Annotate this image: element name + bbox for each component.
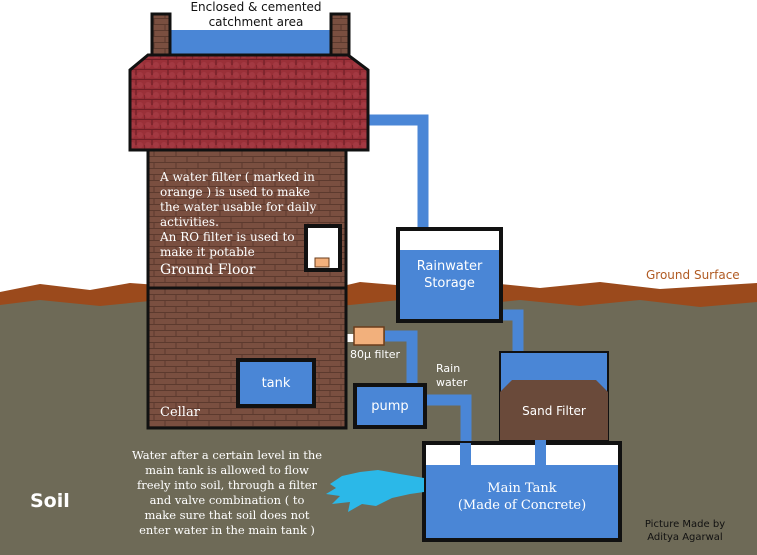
overflow-note: Water after a certain level in the main … — [131, 448, 323, 537]
cellar-tank-label: tank — [261, 376, 291, 391]
main-tank-inlet-pump — [460, 443, 471, 467]
rainwater-storage-label: Rainwater Storage — [416, 259, 483, 291]
pipe-storage-to-sand — [503, 309, 524, 360]
rain-water-label: Rain water — [436, 362, 468, 389]
overflow-water-splash — [326, 470, 424, 512]
catchment-label: Enclosed & cemented catchment area — [190, 0, 322, 29]
main-tank-water — [426, 465, 618, 538]
soil-label: Soil — [30, 490, 70, 512]
ground-floor-label: Ground Floor — [160, 262, 256, 278]
roof — [128, 53, 370, 152]
pump-label: pump — [371, 399, 409, 414]
filter-80-box — [353, 326, 385, 346]
filter-80-label: 80µ filter — [350, 348, 401, 361]
ro-orange-filter — [314, 257, 330, 268]
pipe-pump-to-filter — [385, 330, 418, 400]
sand-filter-label: Sand Filter — [522, 404, 586, 418]
pump-box — [353, 383, 427, 429]
sand-filter-media — [500, 380, 608, 440]
cellar-label: Cellar — [160, 405, 200, 420]
filter-note: A water filter ( marked in orange ) is u… — [160, 170, 317, 259]
main-tank-label: Main Tank (Made of Concrete) — [457, 481, 587, 513]
rainwater-storage-water — [400, 250, 499, 319]
ground-surface-label: Ground Surface — [646, 268, 740, 282]
main-tank-inlet-sand — [535, 440, 546, 467]
cellar-tank — [236, 358, 316, 408]
credit-label: Picture Made by Aditya Agarwal — [644, 519, 726, 543]
